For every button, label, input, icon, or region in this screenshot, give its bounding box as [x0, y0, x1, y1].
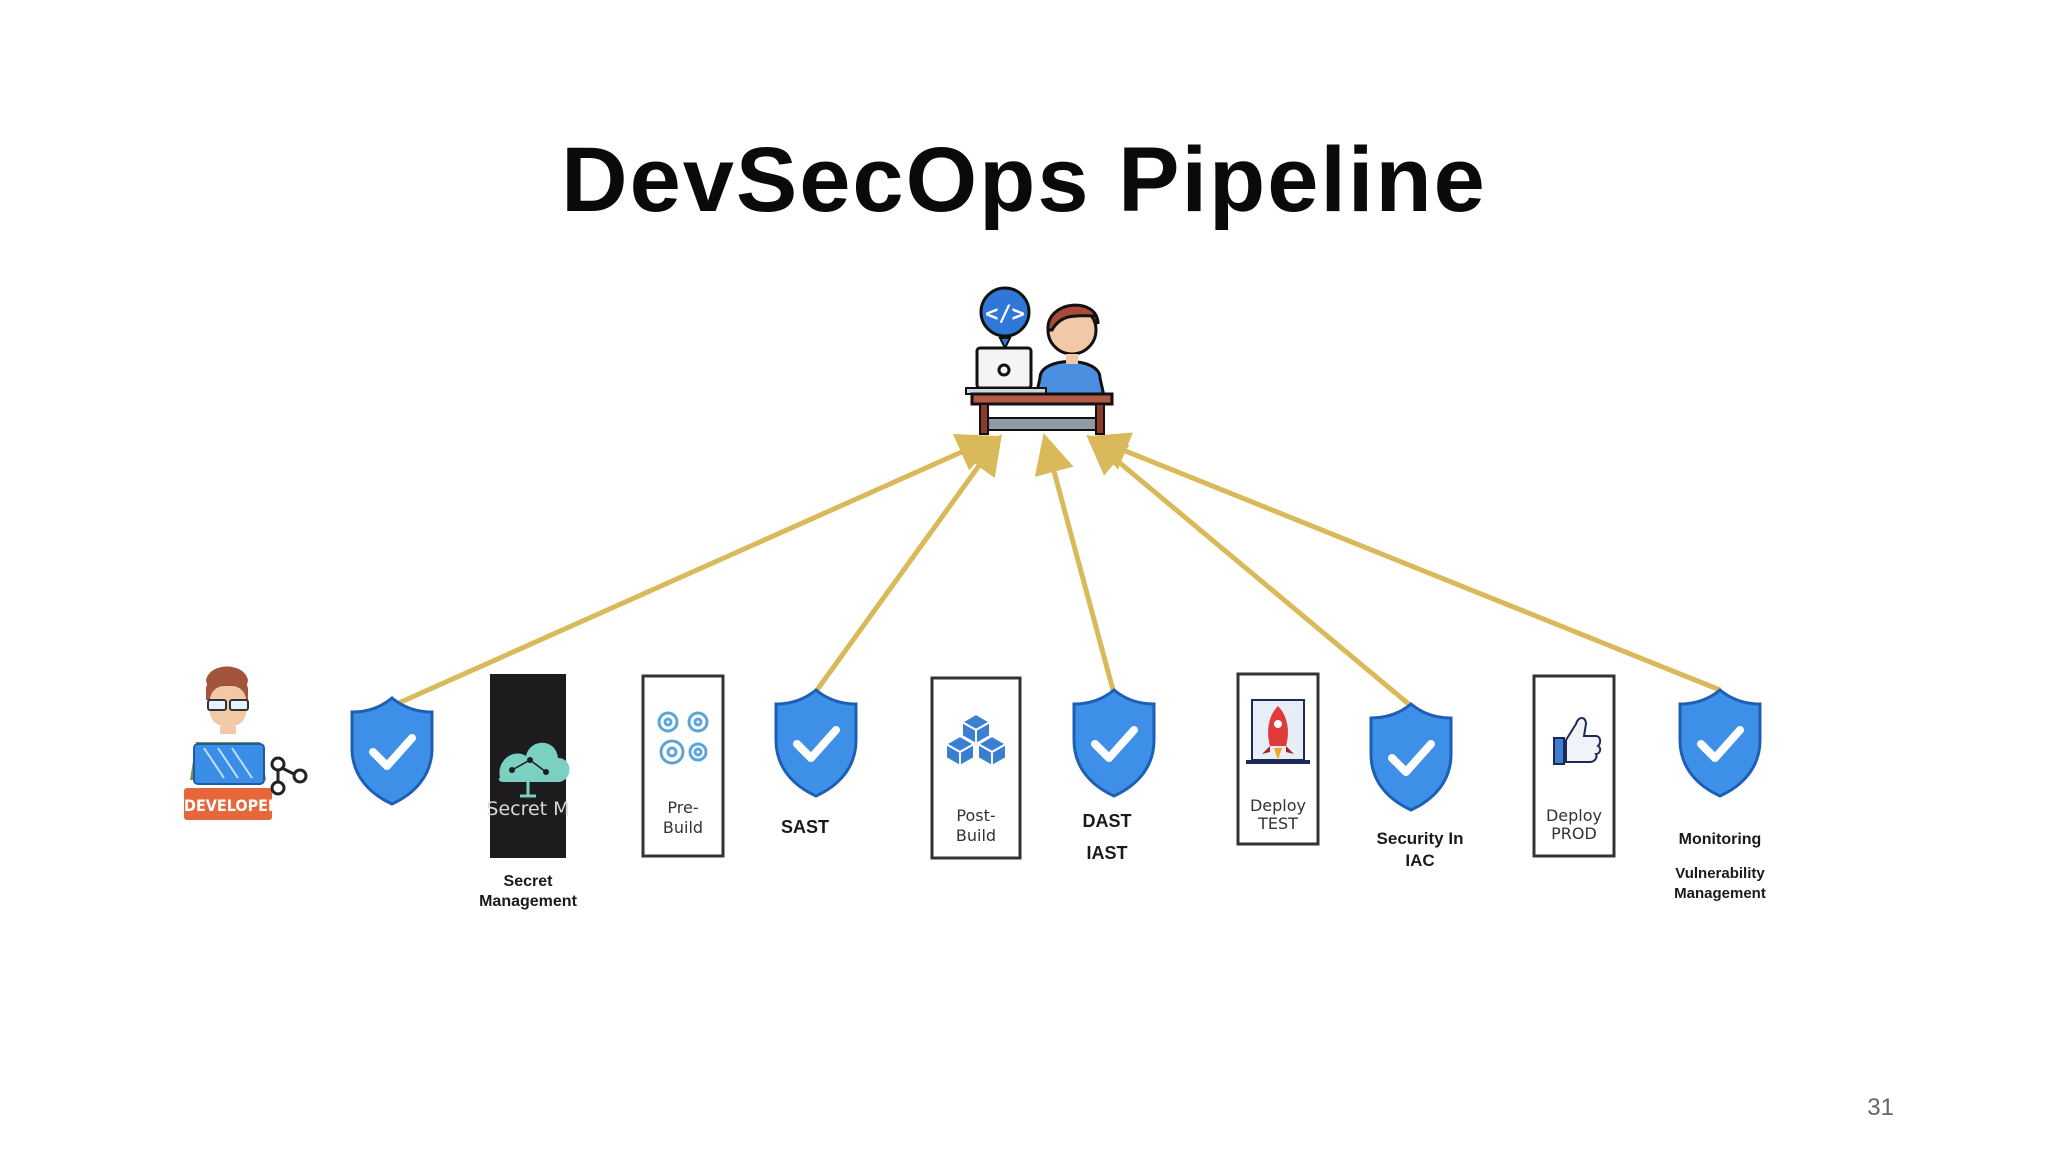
page-number: 31: [1867, 1094, 1894, 1121]
pre-build-box-line2: Build: [662, 818, 704, 837]
arrow-monitoring: [1088, 432, 1721, 693]
blocks-icon: [943, 712, 1009, 768]
rocket-icon: [1246, 699, 1310, 764]
deploy-test-box-line1: Deploy: [1249, 796, 1307, 815]
secret-label-line2: Management: [479, 893, 577, 910]
gears-icon: [657, 711, 709, 765]
arrow-iac: [1086, 434, 1413, 708]
svg-text:</>: </>: [985, 302, 1025, 327]
post-build-box-line2: Build: [955, 826, 997, 845]
secret-label-line1: Secret: [503, 873, 553, 890]
laptop-icon: [965, 346, 1047, 395]
sast-label: SAST: [780, 817, 829, 837]
shield-check-icon: [1371, 704, 1451, 810]
monitoring-label: Monitoring: [1678, 831, 1762, 848]
secret-box-text: Secret M: [486, 798, 570, 820]
secret-management-box: [490, 674, 570, 858]
arrow-sast: [814, 433, 1002, 692]
arrows: [390, 432, 1721, 709]
deploy-test-box: [1236, 672, 1320, 846]
shield-check-icon: [776, 690, 856, 796]
page-title: DevSecOps Pipeline: [561, 129, 1487, 231]
arrow-secret: [390, 433, 998, 709]
pre-build-box: [641, 674, 725, 858]
shield-check-icon: [1074, 690, 1154, 796]
post-build-box-line1: Post-: [956, 806, 996, 825]
pre-build-box-line1: Pre-: [667, 798, 699, 817]
deploy-test-box-line2: TEST: [1258, 814, 1298, 833]
vuln-mgmt-label-line2: Management: [1674, 885, 1766, 902]
shield-check-icon: [352, 698, 432, 804]
developer-icon: [184, 666, 272, 820]
cloud-network-icon: [498, 742, 570, 798]
post-build-box: [930, 676, 1022, 860]
arrow-dast: [1034, 433, 1116, 691]
dast-label: DAST: [1082, 811, 1132, 831]
deploy-prod-box: [1532, 674, 1616, 858]
vuln-mgmt-label-line1: Vulnerability: [1675, 865, 1765, 882]
security-reviewer-icon: </>: [965, 286, 1114, 435]
iac-label-line2: IAC: [1405, 851, 1435, 870]
shield-check-icon: [1680, 690, 1760, 796]
iac-label-line1: Security In: [1376, 829, 1464, 848]
iast-label: IAST: [1086, 843, 1128, 863]
deploy-prod-box-line2: PROD: [1551, 824, 1597, 843]
code-bubble-icon: </>: [979, 286, 1031, 351]
git-branch-icon: [270, 756, 308, 796]
thumbs-up-icon: [1553, 717, 1602, 765]
deploy-prod-box-line1: Deploy: [1545, 806, 1603, 825]
developer-badge: DEVELOPER: [184, 796, 280, 815]
